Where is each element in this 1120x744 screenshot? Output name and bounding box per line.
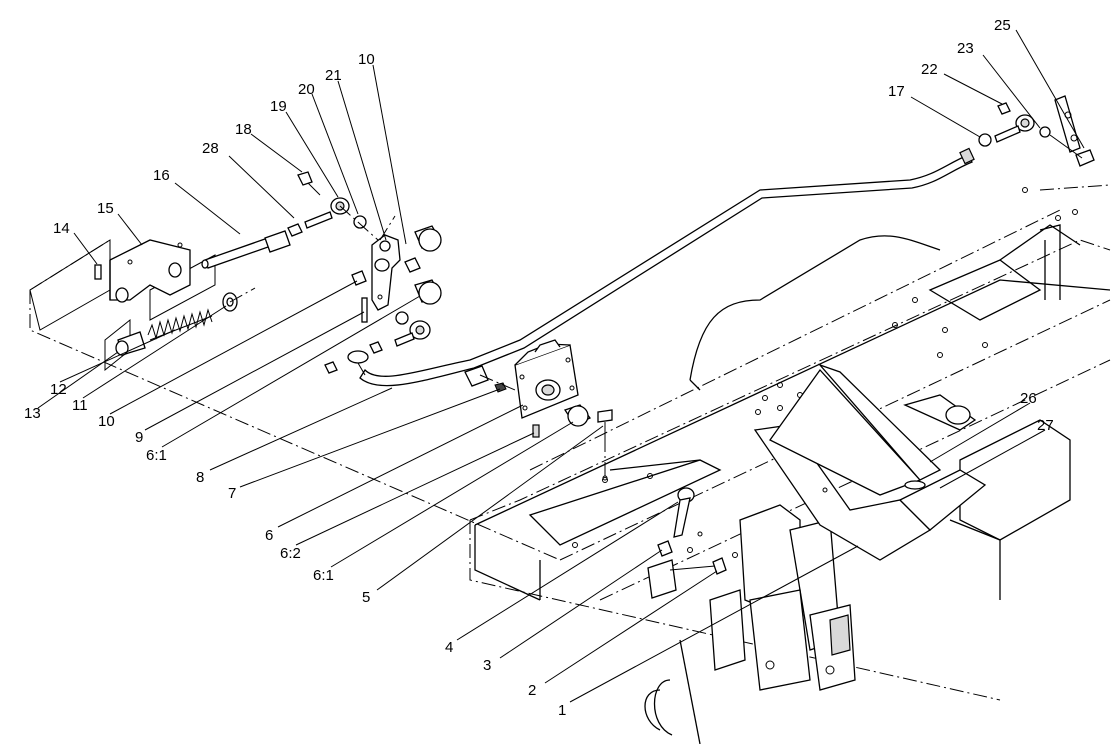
right-rod-end-assembly [978, 95, 1095, 167]
callout-10-a: 10 [98, 413, 115, 430]
callout-25: 25 [994, 17, 1011, 34]
callout-1: 1 [558, 702, 566, 719]
long-linkage-rod [347, 147, 975, 387]
callout-17: 17 [888, 83, 905, 100]
pedal-assembly [753, 363, 987, 561]
callout-labels: 1 2 3 4 5 6:1 6:2 6 7 8 6:1 9 10 11 12 1… [24, 17, 1054, 719]
callout-4: 4 [445, 639, 453, 656]
callout-3: 3 [483, 657, 491, 674]
callout-27: 27 [1037, 417, 1054, 434]
callout-20: 20 [298, 81, 315, 98]
callout-15: 15 [97, 200, 114, 217]
callout-12: 12 [50, 381, 67, 398]
callout-16: 16 [153, 167, 170, 184]
frame-chassis [29, 184, 1111, 744]
lower-mount-bolts [647, 487, 727, 599]
callout-28: 28 [202, 140, 219, 157]
callout-14: 14 [53, 220, 70, 237]
callout-13: 13 [24, 405, 41, 422]
fasteners-center [464, 365, 613, 481]
leader-lines [37, 29, 1085, 703]
left-bracket-assembly [29, 171, 442, 374]
pivot-mount-plate [514, 339, 592, 438]
callout-6-2: 6:2 [280, 545, 301, 562]
callout-10-b: 10 [358, 51, 375, 68]
callout-7: 7 [228, 485, 236, 502]
callout-6-1-a: 6:1 [313, 567, 334, 584]
callout-6-1-b: 6:1 [146, 447, 167, 464]
callout-23: 23 [957, 40, 974, 57]
frame-holes [572, 187, 1078, 558]
callout-26: 26 [1020, 390, 1037, 407]
callout-11: 11 [72, 397, 88, 414]
callout-18: 18 [235, 121, 252, 138]
callout-21: 21 [325, 67, 342, 84]
callout-22: 22 [921, 61, 938, 78]
callout-8: 8 [196, 469, 204, 486]
spring [147, 308, 213, 341]
callout-2: 2 [528, 682, 536, 699]
callout-19: 19 [270, 98, 287, 115]
callout-6: 6 [265, 527, 273, 544]
callout-5: 5 [362, 589, 370, 606]
callout-9: 9 [135, 429, 143, 446]
